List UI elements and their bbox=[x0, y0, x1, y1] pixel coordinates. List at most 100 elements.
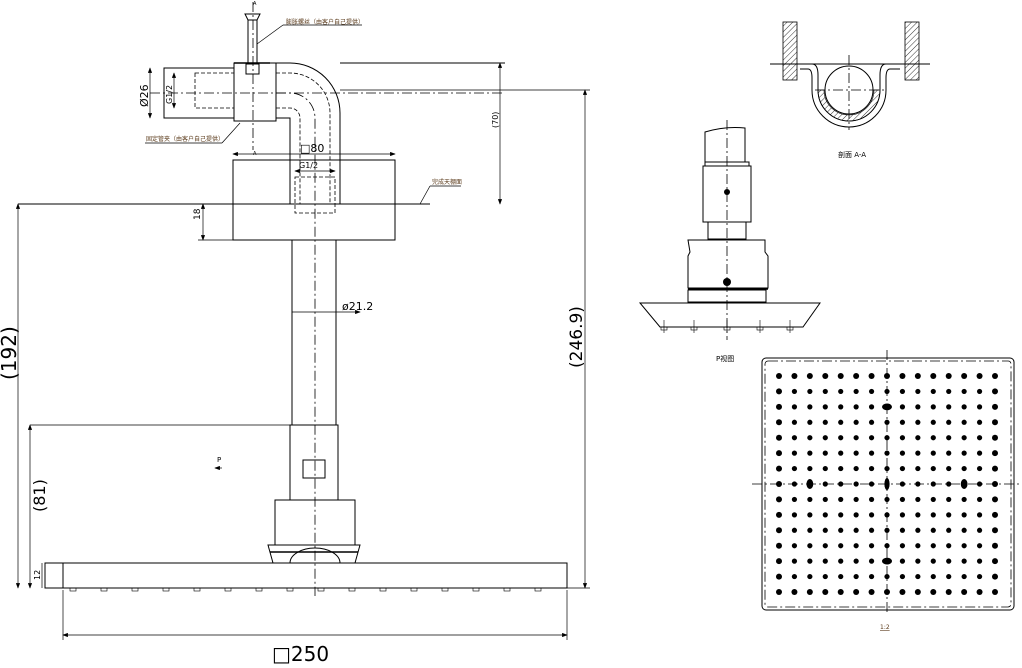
nozzle-dot bbox=[915, 465, 921, 472]
nozzle-dot bbox=[992, 589, 998, 595]
nozzle-dot bbox=[776, 450, 782, 457]
nozzle-dot bbox=[791, 589, 798, 595]
nozzle-dot bbox=[899, 558, 906, 564]
nozzle-dot bbox=[822, 373, 829, 379]
nozzle-dot bbox=[946, 558, 952, 564]
p-view-arrow-label: P bbox=[217, 456, 221, 464]
lower-label: (81) bbox=[30, 479, 49, 512]
nozzle-dot bbox=[853, 589, 860, 595]
nozzle-dot bbox=[838, 496, 844, 503]
nozzle-dot bbox=[853, 388, 859, 395]
nozzle-grid bbox=[776, 373, 998, 595]
thread-block-label: G1/2 bbox=[299, 161, 318, 170]
block-size-label: □80 bbox=[300, 142, 324, 155]
nozzle-dot bbox=[807, 558, 813, 564]
nozzle-dot bbox=[807, 450, 813, 456]
nozzle-dot bbox=[791, 573, 798, 580]
nozzle-dot bbox=[807, 496, 813, 503]
nozzle-dot bbox=[837, 589, 844, 595]
nozzle-dot bbox=[930, 419, 936, 425]
nozzle-dot bbox=[961, 435, 967, 441]
nozzle-dot bbox=[961, 450, 967, 456]
nozzle-dot bbox=[930, 373, 937, 379]
nozzle-dot bbox=[899, 589, 906, 595]
nozzle-dot bbox=[899, 404, 906, 410]
nozzle-dot bbox=[976, 543, 983, 549]
nozzle-dot bbox=[837, 373, 844, 379]
nozzle-dot bbox=[914, 589, 921, 595]
nozzle-dot bbox=[976, 589, 983, 595]
side-nozzles bbox=[69, 587, 542, 592]
nozzle-dot bbox=[899, 527, 906, 533]
nozzle-dot bbox=[946, 419, 952, 425]
nozzle-dot bbox=[884, 388, 890, 395]
nozzle-dot bbox=[992, 496, 998, 503]
head-nozzle bbox=[69, 587, 77, 592]
nozzle-dot bbox=[868, 558, 875, 564]
nozzle-dot bbox=[930, 558, 936, 564]
nozzle-dot bbox=[776, 496, 782, 503]
nozzle-dot bbox=[899, 573, 906, 580]
nozzle-dot bbox=[884, 450, 890, 456]
nozzle-dot bbox=[976, 404, 983, 410]
nozzle-dot bbox=[884, 512, 890, 518]
nozzle-dot bbox=[776, 388, 782, 395]
thread-top-label: G1/2 bbox=[165, 85, 174, 104]
nozzle-dot bbox=[992, 403, 998, 410]
shower-head bbox=[44, 562, 568, 589]
nozzle-dot bbox=[884, 419, 890, 425]
section-mark-bottom: A bbox=[253, 151, 257, 157]
head-nozzle bbox=[317, 587, 325, 592]
nozzle-dot bbox=[960, 479, 968, 489]
nozzle-dot bbox=[807, 419, 813, 425]
nozzle-dot bbox=[791, 481, 798, 487]
nozzle-dot bbox=[776, 589, 782, 595]
nozzle-dot bbox=[961, 388, 967, 395]
nozzle-dot bbox=[884, 435, 890, 441]
nozzle-dot bbox=[822, 589, 829, 595]
nozzle-dot bbox=[807, 573, 813, 580]
section-mark-top: A bbox=[253, 1, 257, 7]
nozzle-dot bbox=[853, 481, 859, 487]
nozzle-dot bbox=[884, 573, 890, 580]
nozzle-dot bbox=[899, 512, 906, 518]
nozzle-dot bbox=[807, 527, 813, 533]
head-nozzle bbox=[100, 587, 108, 592]
nozzle-dot bbox=[946, 465, 952, 472]
nozzle-dot bbox=[868, 450, 875, 456]
nozzle-dot bbox=[946, 573, 952, 580]
nozzle-dot bbox=[915, 388, 921, 395]
nozzle-dot bbox=[853, 496, 859, 503]
nozzle-dot bbox=[776, 573, 782, 580]
nozzle-dot bbox=[791, 512, 798, 518]
nozzle-dot bbox=[930, 543, 936, 549]
nozzle-dot bbox=[806, 373, 813, 379]
main-elevation-view bbox=[18, 2, 568, 596]
ceiling-block bbox=[18, 159, 430, 241]
nozzle-dot bbox=[961, 543, 967, 549]
block-height-label: 18 bbox=[193, 208, 203, 220]
nozzle-dot bbox=[791, 419, 798, 425]
nozzle-dot bbox=[822, 573, 828, 580]
nozzle-dot bbox=[776, 558, 782, 565]
nozzle-dot bbox=[914, 373, 921, 379]
head-nozzle bbox=[255, 587, 263, 592]
nozzle-dot bbox=[899, 450, 906, 456]
head-nozzle bbox=[410, 587, 418, 592]
head-size-label: □250 bbox=[272, 642, 329, 666]
nozzle-dot bbox=[776, 542, 782, 549]
nozzle-dot bbox=[822, 527, 828, 533]
nozzle-dot bbox=[976, 419, 983, 425]
nozzle-dot bbox=[884, 543, 890, 549]
nozzle-dot bbox=[992, 511, 998, 518]
nozzle-dot bbox=[946, 388, 952, 395]
nozzle-dot bbox=[899, 373, 906, 379]
nozzle-dot bbox=[791, 558, 798, 564]
nozzle-dot bbox=[915, 450, 921, 456]
nozzle-dot bbox=[776, 527, 782, 534]
nozzle-dot bbox=[791, 543, 798, 549]
nozzle-dot bbox=[992, 434, 998, 441]
nozzle-dot bbox=[776, 403, 782, 410]
nozzle-dot bbox=[882, 557, 892, 565]
nozzle-dot bbox=[930, 388, 936, 395]
